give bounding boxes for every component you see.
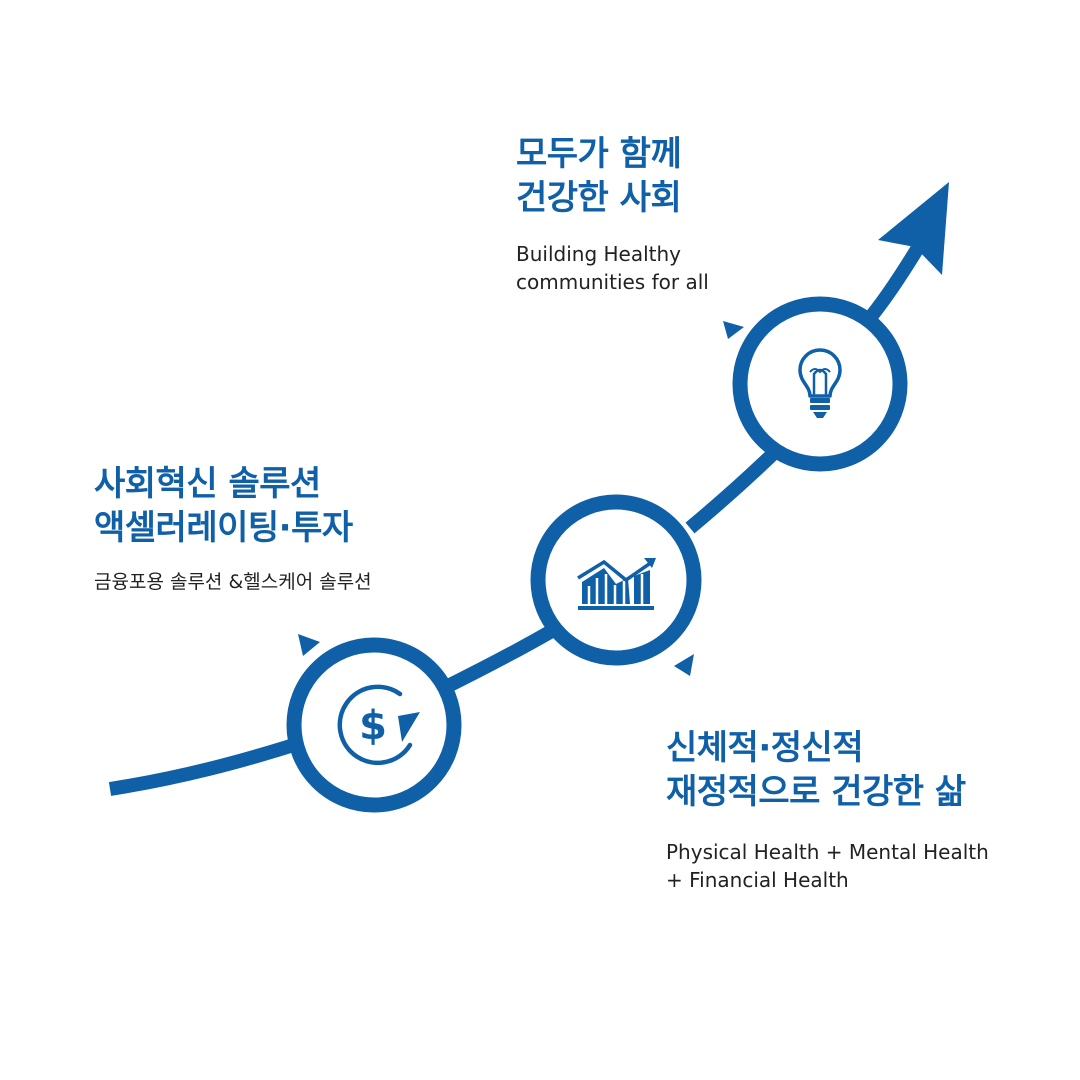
- subtitle-line: Physical Health + Mental Health: [666, 840, 989, 864]
- heading-line: 액셀러레이팅·투자: [94, 508, 353, 548]
- arrow-head: [878, 182, 949, 275]
- heading-line: 모두가 함께: [516, 134, 682, 174]
- heading-line: 건강한 사회: [516, 178, 682, 218]
- direction-marker-1: [298, 634, 320, 656]
- heading-line: 신체적·정신적: [666, 728, 864, 768]
- subtitle-line: 금융포용 솔루션 &헬스케어 솔루션: [94, 571, 372, 593]
- dollar-cycle-icon: $: [337, 684, 420, 766]
- heading-line: 사회혁신 솔루션: [94, 464, 321, 504]
- subtitle-line: + Financial Health: [666, 868, 849, 892]
- label-social-innovation-solutions: 사회혁신 솔루션 액셀러레이팅·투자 금융포용 솔루션 &헬스케어 솔루션: [94, 462, 372, 596]
- label-healthy-life: 신체적·정신적 재정적으로 건강한 삶 Physical Health + Me…: [666, 726, 989, 894]
- svg-text:$: $: [359, 703, 387, 749]
- bar-chart-trend-icon: [577, 558, 656, 610]
- subtitle-line: Building Healthy: [516, 242, 681, 266]
- stage-node-lightbulb: [732, 296, 908, 472]
- lightbulb-icon: [798, 348, 842, 418]
- direction-marker-3: [723, 321, 744, 339]
- direction-marker-2: [674, 654, 694, 676]
- growth-path-line: [108, 220, 939, 796]
- subtitle-line: communities for all: [516, 270, 709, 294]
- label-building-healthy-communities: 모두가 함께 건강한 사회 Building Healthy communiti…: [516, 132, 709, 296]
- stage-node-dollar: $: [286, 637, 462, 813]
- heading-line: 재정적으로 건강한 삶: [666, 772, 966, 812]
- stage-node-chart: [530, 494, 702, 666]
